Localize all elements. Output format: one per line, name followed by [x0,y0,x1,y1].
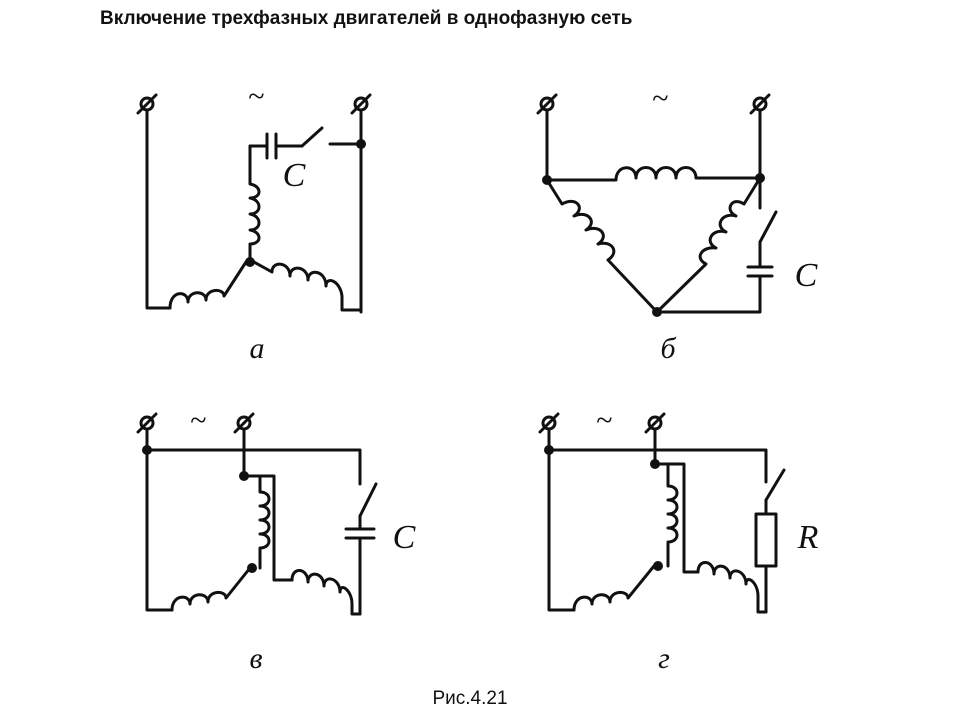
diagram-label: г [658,642,670,675]
left-wire [145,108,172,310]
diagram-v: ~ C в [136,404,416,675]
coil-icon [545,178,659,314]
capacitor-label: C [393,519,416,556]
coil-icon [545,166,762,182]
ac-symbol: ~ [190,404,206,437]
coil-icon [252,260,362,312]
switch-icon [758,210,778,244]
figure-caption: Рис.4.21 [432,688,508,709]
page-title: Включение трехфазных двигателей в однофа… [100,8,633,29]
bus-wire [547,427,768,484]
coil-icon [696,561,768,614]
ac-symbol: ~ [248,80,264,113]
capacitor-label: C [795,257,818,294]
capacitor-icon [344,527,376,540]
switch-icon [764,468,786,502]
coil-icon [242,474,271,570]
coil-icon [170,566,252,612]
diagram-g: ~ R г [538,404,819,675]
capacitor-icon [746,265,774,278]
coil-icon [248,144,261,264]
junction-dot [653,561,663,571]
wire [655,275,762,314]
coil-icon [655,176,762,314]
coil-icon [653,462,679,568]
junction-dot [245,257,255,267]
diagram-b: ~ C б [536,82,818,365]
diagram-a: ~ C а [136,80,372,365]
switch-icon [358,482,378,518]
capacitor-label: C [283,157,306,194]
resistor-icon [754,512,778,568]
wire [653,462,700,574]
left-wire [547,448,576,612]
bus-wire [145,427,362,486]
coil-icon [168,260,248,310]
junction-dot [542,175,552,185]
resistor-label: R [797,519,819,556]
left-wire [145,448,174,612]
switch-icon [300,126,324,148]
ac-symbol: ~ [652,82,668,115]
diagram-label: а [250,332,265,365]
ac-symbol: ~ [596,404,612,437]
coil-icon [290,569,362,616]
diagram-label: б [660,332,676,365]
diagram-label: в [249,642,262,675]
coil-icon [572,564,656,612]
junction-dot [247,563,257,573]
wire [242,474,294,582]
